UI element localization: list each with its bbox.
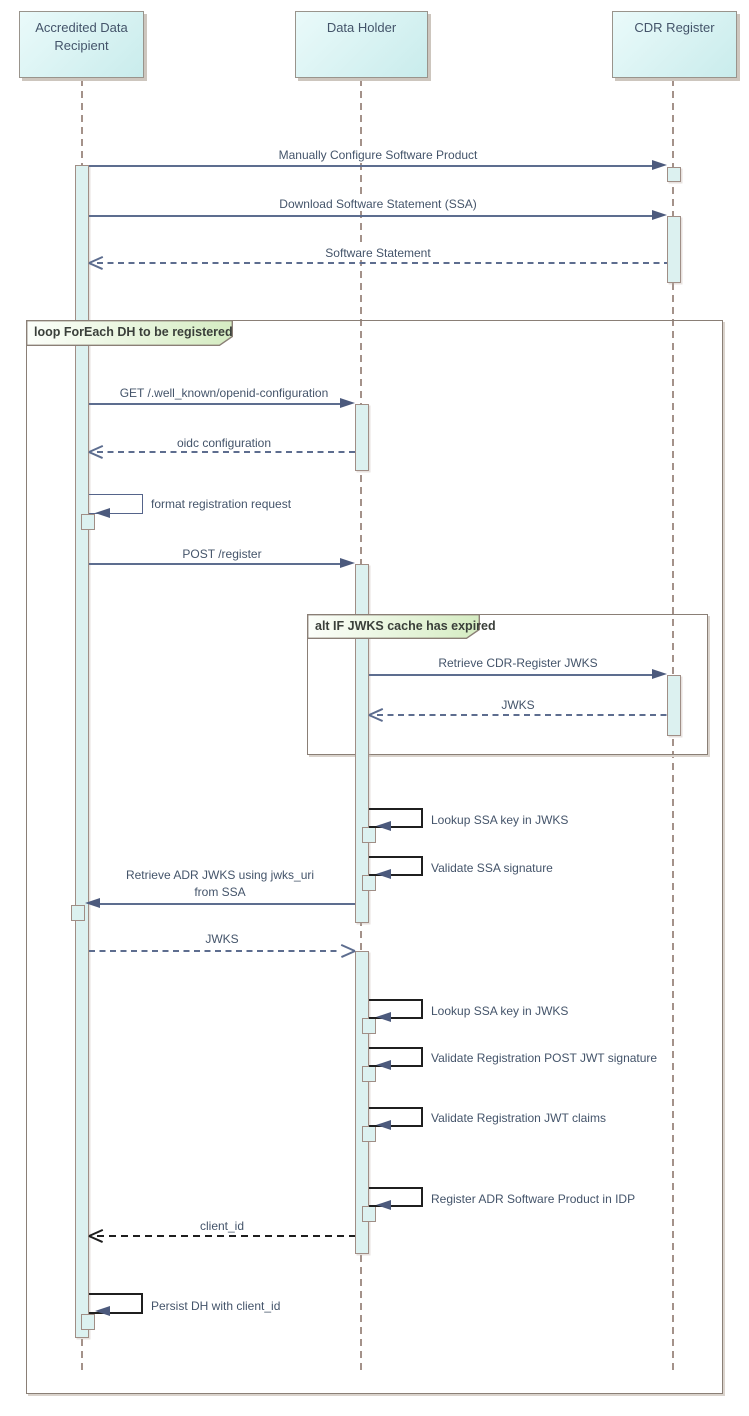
message-client-id-line (97, 1235, 355, 1237)
message-post-register-line (89, 563, 340, 565)
message-post-register-label: POST /register (179, 547, 265, 561)
participant-label: Data Holder (326, 20, 397, 35)
message-retrieve-adr-jwks-label-line2: from SSA (191, 885, 249, 899)
nested-activation-validate-jwt-claims (362, 1126, 376, 1142)
self-message-format-request-arrowhead (95, 507, 110, 518)
nested-activation-lookup-ssa-1 (362, 827, 376, 843)
self-message-lookup-ssa-1-loop (369, 808, 423, 828)
self-message-register-idp-label: Register ADR Software Product in IDP (431, 1192, 636, 1206)
message-get-openid-label: GET /.well_known/openid-configuration (116, 386, 332, 400)
nested-activation-validate-post-jwt (362, 1066, 376, 1082)
message-retrieve-cdr-jwks-line (369, 674, 652, 676)
message-jwks-to-dh-label: JWKS (202, 932, 242, 946)
message-software-statement-label: Software Statement (322, 246, 434, 260)
alt-fragment-frame (307, 614, 708, 755)
message-jwks-return-line (377, 714, 667, 716)
self-message-lookup-ssa-1-label: Lookup SSA key in JWKS (431, 813, 569, 827)
nested-activation-validate-ssa (362, 875, 376, 891)
message-oidc-config-label: oidc configuration (173, 436, 275, 450)
message-post-register-arrowhead (340, 557, 355, 568)
message-get-openid-arrowhead (340, 397, 355, 408)
loop-fragment-frame (26, 320, 723, 1394)
self-message-validate-jwt-claims-arrowhead (376, 1120, 391, 1130)
message-software-statement-arrowhead (88, 255, 105, 271)
alt-fragment-label: alt IF JWKS cache has expired (315, 619, 496, 633)
message-download-ssa-arrowhead (652, 209, 667, 220)
self-message-validate-jwt-claims-loop (369, 1107, 423, 1127)
message-oidc-config-line (97, 451, 355, 453)
message-client-id-label: client_id (196, 1219, 248, 1233)
participant-label: CDR Register (634, 20, 715, 35)
message-software-statement-line (97, 262, 667, 264)
activation-cdr-download (667, 216, 681, 283)
self-message-lookup-ssa-2-loop (369, 999, 423, 1019)
activation-dh-openid-config (355, 404, 369, 471)
nested-activation-format-request (81, 514, 95, 530)
message-retrieve-cdr-jwks-arrowhead (652, 668, 667, 679)
message-retrieve-adr-jwks-line (100, 903, 355, 905)
self-message-persist-dh-loop (89, 1293, 143, 1314)
message-configure-arrowhead (652, 159, 667, 170)
message-jwks-return-arrowhead (368, 707, 385, 723)
self-message-lookup-ssa-1-arrowhead (376, 821, 391, 831)
message-retrieve-adr-jwks-label-line1: Retrieve ADR JWKS using jwks_uri (122, 868, 318, 882)
message-jwks-to-dh-arrowhead (339, 943, 356, 959)
message-retrieve-cdr-jwks-label: Retrieve CDR-Register JWKS (435, 656, 601, 670)
message-jwks-return-label: JWKS (498, 698, 538, 712)
self-message-validate-ssa-label: Validate SSA signature (431, 861, 553, 875)
message-download-ssa-label: Download Software Statement (SSA) (276, 197, 480, 211)
self-message-persist-dh-arrowhead (95, 1306, 110, 1316)
participant-data-holder: Data Holder (295, 11, 428, 78)
message-get-openid-line (89, 403, 340, 405)
self-message-lookup-ssa-2-label: Lookup SSA key in JWKS (431, 1004, 569, 1018)
nested-activation-lookup-ssa-2 (362, 1018, 376, 1034)
message-configure-line (89, 165, 652, 167)
self-message-lookup-ssa-2-arrowhead (376, 1012, 391, 1022)
activation-cdr-jwks (667, 675, 681, 736)
self-message-validate-ssa-arrowhead (376, 869, 391, 879)
activation-cdr-configure (667, 167, 681, 182)
alt-fragment-pentagon (307, 614, 480, 639)
loop-fragment-label: loop ForEach DH to be registered (34, 325, 233, 339)
self-message-persist-dh-label: Persist DH with client_id (151, 1299, 281, 1313)
self-message-validate-post-jwt-loop (369, 1047, 423, 1067)
message-configure-label: Manually Configure Software Product (275, 148, 481, 162)
self-message-validate-post-jwt-label: Validate Registration POST JWT signature (431, 1051, 658, 1065)
self-message-format-request-label: format registration request (151, 497, 292, 511)
message-oidc-config-arrowhead (88, 444, 105, 460)
participant-accredited-data-recipient: Accredited Data Recipient (19, 11, 144, 78)
message-download-ssa-line (89, 215, 652, 217)
message-client-id-arrowhead (88, 1228, 105, 1244)
loop-fragment-pentagon (26, 320, 233, 346)
self-message-validate-post-jwt-arrowhead (376, 1060, 391, 1070)
self-message-register-idp-loop (369, 1187, 423, 1207)
self-message-register-idp-arrowhead (376, 1200, 391, 1210)
nested-activation-persist-dh (81, 1314, 95, 1330)
nested-activation-adr-jwks-request (71, 905, 85, 921)
nested-activation-register-idp (362, 1206, 376, 1222)
participant-label: Accredited Data Recipient (35, 20, 128, 53)
self-message-format-request-loop (89, 494, 143, 514)
activation-adr-main (75, 165, 89, 1338)
participant-cdr-register: CDR Register (612, 11, 737, 78)
self-message-validate-jwt-claims-label: Validate Registration JWT claims (431, 1111, 606, 1125)
message-jwks-to-dh-line (89, 950, 339, 952)
self-message-validate-ssa-loop (369, 856, 423, 876)
message-retrieve-adr-jwks-arrowhead (85, 897, 100, 908)
